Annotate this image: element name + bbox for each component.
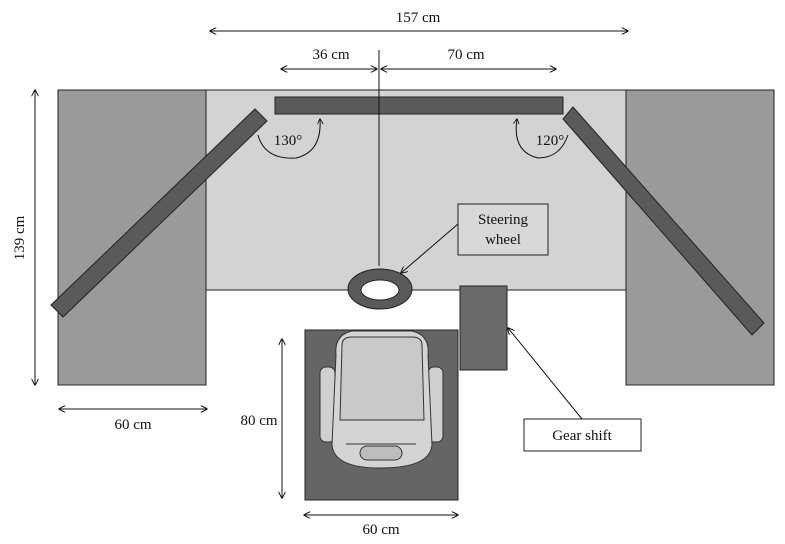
dim-36-label: 36 cm — [312, 47, 349, 63]
steering-wheel-label-line1: Steering — [478, 212, 528, 228]
gear-shift-block — [459, 285, 508, 371]
steering-wheel-hole — [360, 279, 400, 301]
left-angle-label: 130° — [274, 133, 303, 149]
right-side-panel — [625, 89, 775, 386]
left-angle-arc — [257, 119, 320, 159]
right-angle-label: 120° — [536, 133, 565, 149]
right-angled-bar — [562, 106, 765, 336]
dim-60-seat-label: 60 cm — [362, 522, 399, 538]
gear-shift-label: Gear shift — [552, 428, 612, 444]
dim-60-panel-label: 60 cm — [114, 417, 151, 433]
seat — [319, 330, 444, 469]
right-angle-arc — [516, 119, 569, 159]
steering-wheel-pointer — [401, 223, 459, 273]
gear-shift-callout-box — [523, 418, 642, 452]
dim-80-label: 80 cm — [240, 413, 277, 429]
floor-area — [204, 89, 628, 291]
gear-shift-pointer — [508, 328, 583, 420]
dim-70-label: 70 cm — [447, 47, 484, 63]
steering-wheel-label-line2: wheel — [485, 232, 521, 248]
front-bar — [274, 96, 564, 115]
dim-139-label: 139 cm — [12, 215, 28, 260]
steering-wheel-callout-box — [457, 203, 549, 256]
left-angled-bar — [50, 108, 268, 318]
dim-157-label: 157 cm — [396, 10, 441, 26]
